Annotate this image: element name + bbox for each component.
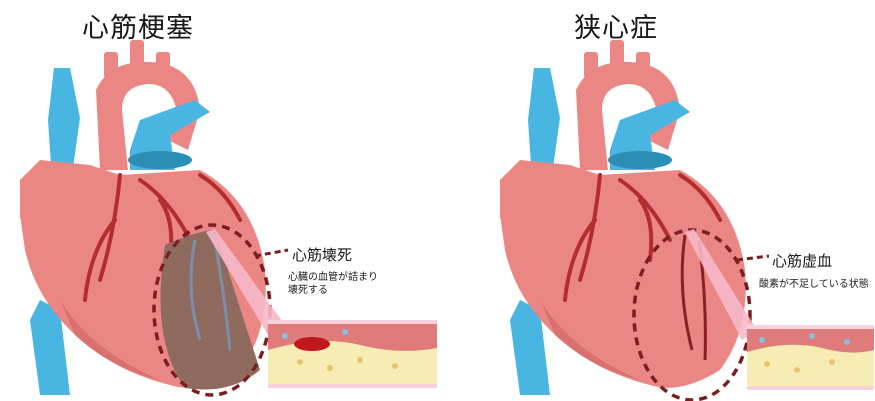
- vessel-cross-section: [268, 320, 437, 388]
- aorta-branch-2: [130, 40, 144, 70]
- heart-illustration: [437, 0, 874, 401]
- heart-illustration: [0, 0, 437, 401]
- myocardial-infarction-panel: 心筋梗塞: [0, 0, 437, 401]
- callout-description-line: 壊死する: [288, 284, 378, 297]
- aorta-branch-1: [104, 52, 118, 78]
- callout-label: 心筋壊死: [292, 244, 352, 265]
- pulmonary-opening: [128, 151, 192, 169]
- callout-description: 心臓の血管が詰まり 壊死する: [288, 271, 378, 297]
- angina-panel: 狭心症 心筋虚血 酸素が不足している状態: [437, 0, 874, 401]
- callout-description: 酸素が不足している状態: [759, 278, 869, 291]
- aorta-branch-2: [610, 40, 624, 70]
- callout-label: 心筋虚血: [772, 250, 832, 271]
- callout-description-line: 酸素が不足している状態: [759, 278, 869, 291]
- pulmonary-opening: [608, 151, 672, 169]
- aorta-branch-3: [636, 52, 650, 78]
- aorta-branch-3: [156, 52, 170, 78]
- vessel-cross-section: [747, 325, 874, 390]
- callout-description-line: 心臓の血管が詰まり: [288, 271, 378, 284]
- aorta-branch-1: [584, 52, 598, 78]
